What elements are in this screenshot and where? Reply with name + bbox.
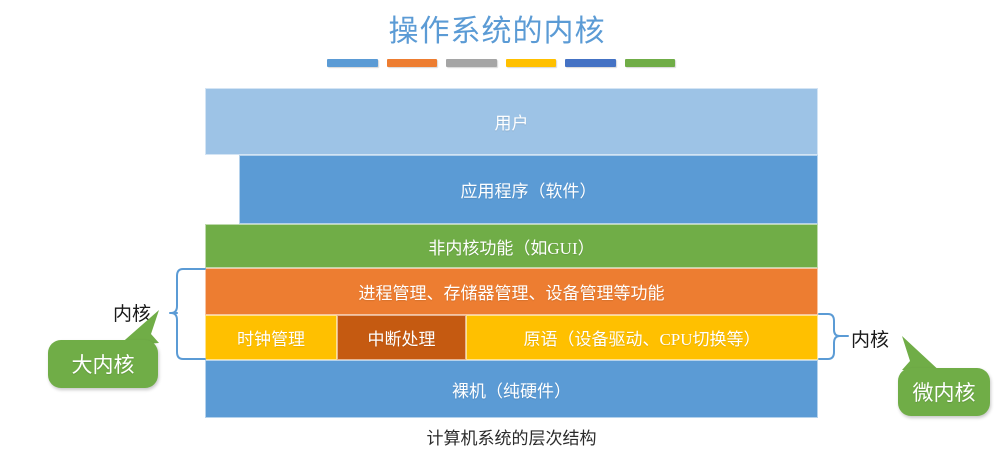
title-bar-green: [624, 59, 675, 67]
title-bar-gray: [446, 59, 497, 67]
title-bar-orange: [386, 59, 437, 67]
layer-application-software: 应用程序（软件）: [239, 155, 818, 224]
page-title: 操作系统的内核: [388, 15, 606, 48]
diagram-caption: 计算机系统的层次结构: [426, 429, 597, 448]
layer-bare-machine-hardware: 裸机（纯硬件）: [205, 360, 818, 418]
kernel-cell-clock-management: 时钟管理: [205, 315, 337, 360]
microkernel-callout: 微内核: [898, 368, 990, 416]
title-bar-light-blue: [327, 59, 378, 67]
title-underline-bars: [327, 59, 675, 67]
title-bar-gold: [505, 59, 556, 67]
computer-system-layer-stack: 用户 应用程序（软件） 非内核功能（如GUI） 进程管理、存储器管理、设备管理等…: [205, 88, 818, 418]
layer-user: 用户: [205, 88, 818, 155]
title-bar-blue: [565, 59, 616, 67]
macrokernel-callout-tail: [118, 310, 160, 346]
microkernel-callout-tail: [898, 336, 944, 374]
kernel-cell-interrupt-handling: 中断处理: [337, 315, 466, 360]
macrokernel-callout: 大内核: [48, 340, 158, 388]
left-kernel-brace-icon: [169, 268, 206, 360]
kernel-cell-primitives: 原语（设备驱动、CPU切换等）: [466, 315, 818, 360]
layer-non-kernel-functions: 非内核功能（如GUI）: [205, 224, 818, 268]
right-kernel-brace-icon: [818, 313, 849, 360]
layer-kernel-core-row: 时钟管理 中断处理 原语（设备驱动、CPU切换等）: [205, 315, 818, 360]
layer-management-functions: 进程管理、存储器管理、设备管理等功能: [205, 268, 818, 315]
left-kernel-label: 内核: [113, 304, 152, 325]
right-kernel-label: 内核: [851, 330, 890, 351]
